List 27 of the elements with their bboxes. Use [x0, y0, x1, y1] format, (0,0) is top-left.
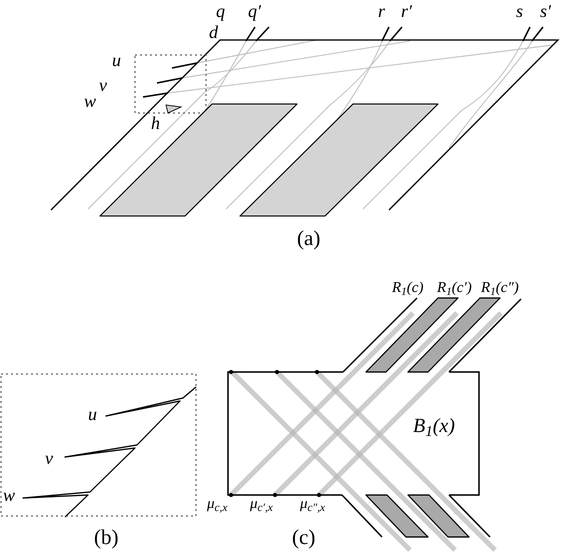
variable-label: s′ [540, 2, 551, 20]
variable-label: r [378, 2, 386, 20]
point-label: μ$_{c,x}$ [207, 497, 228, 512]
region-label: R$_{1}$(c) [392, 281, 424, 296]
variable-label: d [209, 23, 218, 41]
variable-label: q′ [248, 2, 261, 20]
region-label: R$_{1}$(c′) [437, 281, 472, 296]
variable-label: q [216, 2, 225, 20]
subfigure-caption: (a) [297, 228, 320, 249]
variable-label: v [45, 449, 53, 467]
variable-label: v [99, 76, 107, 94]
variable-label: h [151, 114, 160, 132]
variable-label: s [516, 2, 524, 20]
variable-label: w [3, 486, 16, 504]
point-label: μ$_{c′,x}$ [250, 497, 273, 512]
region-outline [228, 372, 479, 495]
variable-label: r′ [401, 2, 412, 20]
shaded-parallelogram [100, 104, 297, 216]
subfigure-caption: (c) [292, 527, 316, 548]
point-label: μ$_{c″,x}$ [300, 497, 326, 512]
shaded-parallelogram [240, 104, 438, 216]
variable-label: u [88, 405, 97, 423]
variable-label: w [84, 92, 96, 110]
subfigure-caption: (b) [94, 527, 118, 548]
region-label: R$_{1}$(c″) [481, 281, 519, 296]
variable-label: u [112, 51, 121, 69]
region-label: B$_{1}$(x) [413, 416, 455, 436]
